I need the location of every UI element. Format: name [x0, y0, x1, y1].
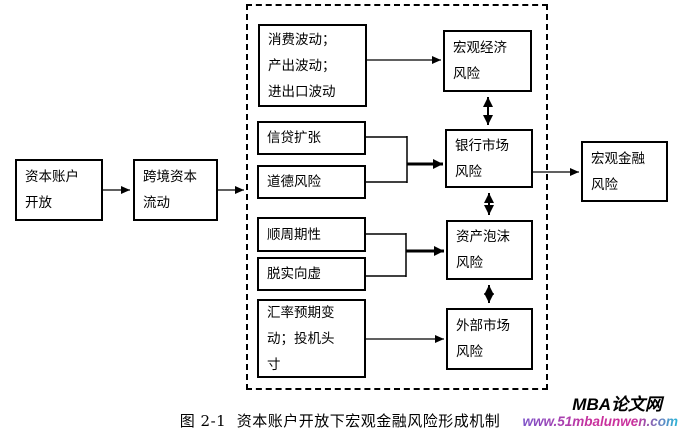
watermark-site-url: www.51mbalunwen.com: [522, 414, 678, 429]
figure-caption: 图 2-1 资本账户开放下宏观金融风险形成机制: [179, 412, 501, 430]
node-label: 脱实向虚: [267, 266, 321, 282]
node-label: 汇率预期变 动；投机头 寸: [267, 304, 335, 373]
node-moral-hazard: 道德风险: [257, 165, 366, 199]
node-label: 宏观经济 风险: [453, 40, 507, 82]
node-label: 消费波动； 产出波动； 进出口波动: [268, 31, 336, 100]
node-bank-market-risk: 银行市场 风险: [445, 129, 533, 188]
watermark: MBA论文网 www.51mbalunwen.com: [522, 395, 678, 429]
node-macro-financial-risk: 宏观金融 风险: [581, 141, 668, 202]
node-exchange-rate-expectation: 汇率预期变 动；投机头 寸: [257, 299, 366, 378]
node-label: 道德风险: [267, 174, 321, 190]
node-label: 银行市场 风险: [455, 137, 509, 180]
node-label: 资产泡沫 风险: [456, 229, 510, 271]
node-label: 跨境资本 流动: [143, 169, 197, 211]
node-capital-account-opening: 资本账户 开放: [15, 159, 103, 221]
node-procyclicality: 顺周期性: [257, 217, 366, 252]
node-real-to-virtual: 脱实向虚: [257, 257, 366, 291]
node-external-market-risk: 外部市场 风险: [446, 308, 533, 370]
node-crossborder-capital-flow: 跨境资本 流动: [133, 159, 218, 221]
watermark-site-name: MBA论文网: [572, 395, 662, 414]
node-label: 外部市场 风险: [456, 318, 510, 360]
dashed-group-border: [246, 4, 548, 390]
node-macro-economic-risk: 宏观经济 风险: [443, 30, 532, 92]
node-asset-bubble-risk: 资产泡沫 风险: [446, 220, 533, 280]
node-label: 信贷扩张: [267, 130, 321, 146]
node-label: 宏观金融 风险: [591, 150, 645, 193]
node-label: 顺周期性: [267, 226, 321, 243]
node-credit-expansion: 信贷扩张: [257, 121, 366, 155]
node-consumption-output-trade-fluctuation: 消费波动； 产出波动； 进出口波动: [258, 24, 367, 107]
node-label: 资本账户 开放: [25, 169, 79, 211]
